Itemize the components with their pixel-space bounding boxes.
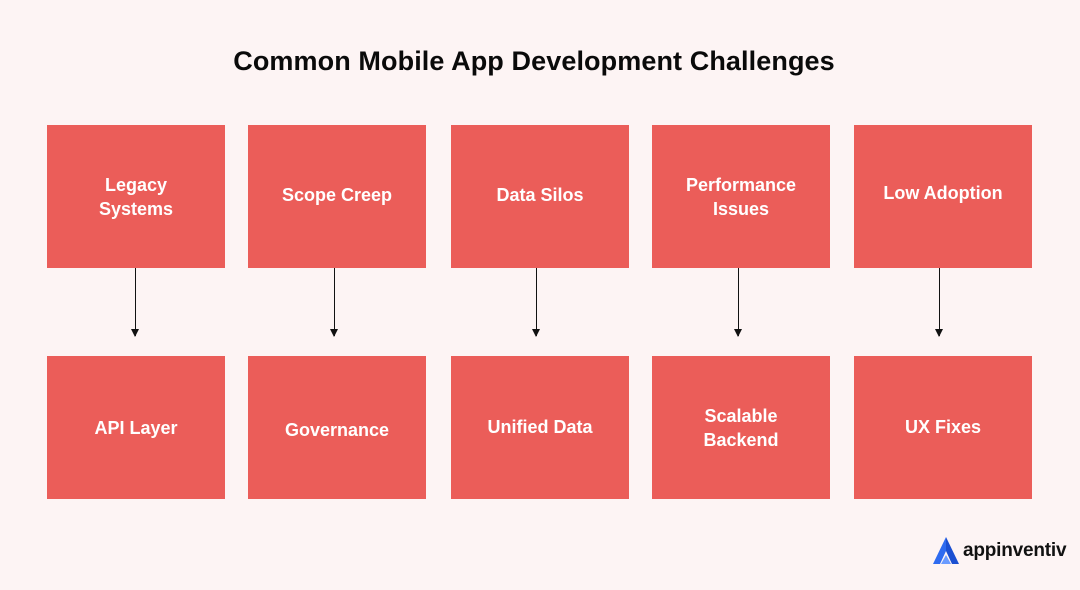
brand-name: appinventiv bbox=[963, 540, 1067, 561]
arrow-down bbox=[328, 268, 340, 337]
challenge-label: Scope Creep bbox=[281, 184, 393, 205]
challenge-label: Low Adoption bbox=[883, 182, 1003, 203]
solution-label: UX Fixes bbox=[904, 416, 982, 437]
solution-box-governance: Governance bbox=[248, 356, 426, 499]
brand-logo: appinventiv bbox=[932, 536, 1067, 566]
solution-label: Unified Data bbox=[487, 416, 593, 437]
challenge-box-scope-creep: Scope Creep bbox=[248, 125, 426, 268]
solution-box-api-layer: API Layer bbox=[47, 356, 225, 499]
solution-box-unified-data: Unified Data bbox=[451, 356, 629, 499]
solution-label: Governance bbox=[284, 419, 390, 440]
solution-label: Scalable Backend bbox=[703, 405, 779, 450]
challenge-label: Legacy Systems bbox=[98, 174, 174, 219]
solution-box-ux-fixes: UX Fixes bbox=[854, 356, 1032, 499]
challenge-label: Data Silos bbox=[496, 184, 584, 205]
appinventiv-logo-icon bbox=[933, 537, 959, 564]
arrow-down bbox=[129, 268, 141, 337]
arrow-down bbox=[732, 268, 744, 337]
challenge-box-performance-issues: Performance Issues bbox=[652, 125, 830, 268]
arrow-down bbox=[933, 268, 945, 337]
solution-box-scalable-backend: Scalable Backend bbox=[652, 356, 830, 499]
challenge-label: Performance Issues bbox=[685, 174, 797, 219]
challenge-box-low-adoption: Low Adoption bbox=[854, 125, 1032, 268]
challenge-box-legacy-systems: Legacy Systems bbox=[47, 125, 225, 268]
diagram-title: Common Mobile App Development Challenges bbox=[233, 46, 835, 76]
challenge-box-data-silos: Data Silos bbox=[451, 125, 629, 268]
solution-label: API Layer bbox=[94, 417, 178, 438]
arrow-down bbox=[530, 268, 542, 337]
